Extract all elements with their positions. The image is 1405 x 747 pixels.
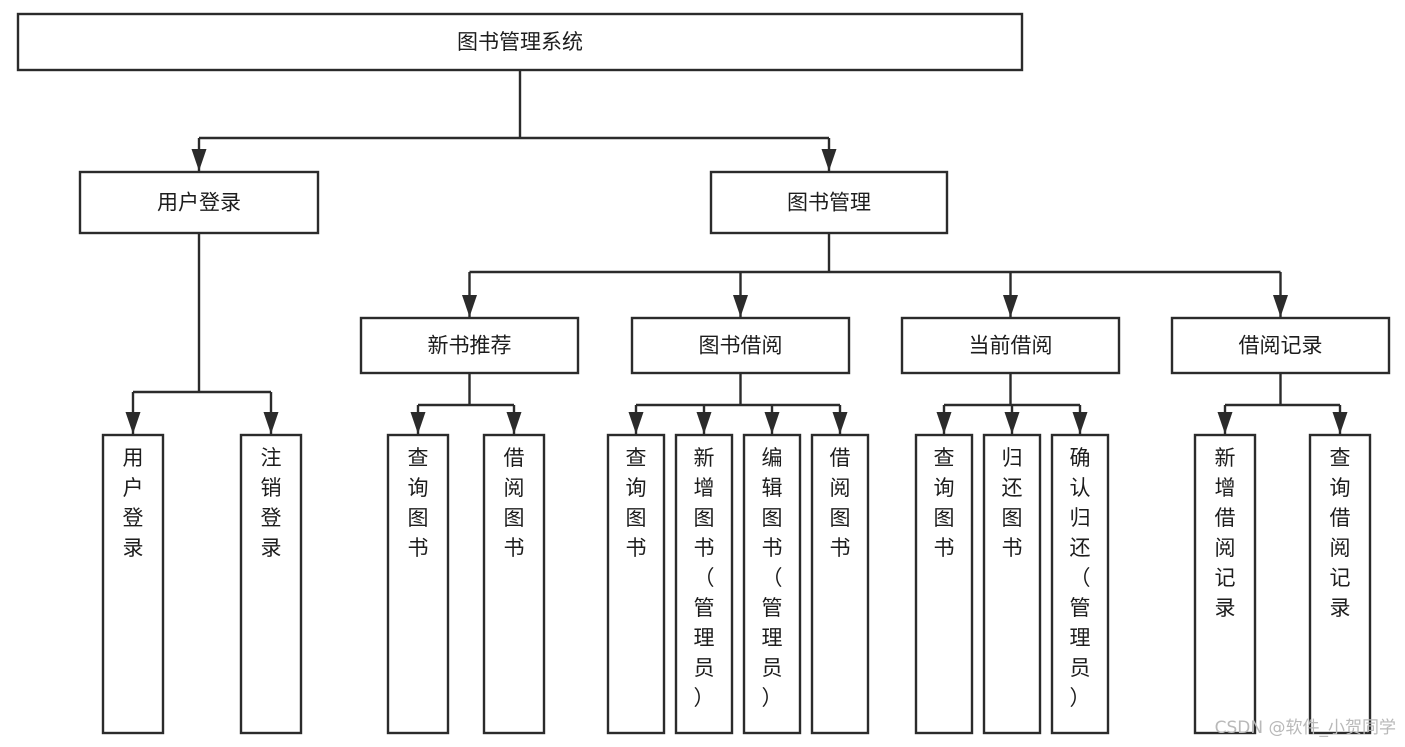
node-box-new-book-rec[interactable] [359, 316, 580, 375]
arrow-head-icon [1273, 295, 1288, 317]
arrow-head-icon [832, 412, 848, 434]
node-label-leaf-user-login: 用户登录 [123, 446, 144, 560]
node-label-leaf-query-book-3: 查询图书 [934, 446, 955, 560]
arrow-head-icon [628, 412, 644, 434]
arrow-head-icon [125, 412, 141, 434]
node-box-book-manage[interactable] [709, 170, 949, 235]
node-label-leaf-borrow-book-2: 借阅图书 [830, 446, 851, 560]
node-label-leaf-query-book-2: 查询图书 [626, 446, 647, 560]
node-box-leaf-edit-book[interactable] [742, 433, 802, 735]
node-label-root: 图书管理系统 [457, 30, 583, 54]
node-box-current-borrow[interactable] [900, 316, 1121, 375]
node-box-user-login[interactable] [78, 170, 320, 235]
arrow-head-icon [191, 149, 207, 171]
node-label-book-borrow: 图书借阅 [699, 334, 783, 358]
node-label-leaf-add-book: 新增图书（管理员） [694, 446, 715, 710]
node-box-leaf-return-book[interactable] [982, 433, 1042, 735]
arrow-head-icon [263, 412, 279, 434]
node-box-leaf-borrow-book-1[interactable] [482, 433, 546, 735]
node-label-borrow-record: 借阅记录 [1239, 334, 1323, 358]
node-user-login[interactable]: 用户登录 [78, 170, 320, 235]
arrow-head-icon [821, 149, 837, 171]
node-box-leaf-query-book-3[interactable] [914, 433, 974, 735]
node-label-leaf-borrow-book-1: 借阅图书 [504, 446, 525, 560]
arrow-head-icon [1332, 412, 1348, 434]
node-label-user-login: 用户登录 [157, 191, 241, 215]
csdn-watermark: CSDN @软件_小贺同学 [1215, 718, 1396, 738]
node-current-borrow[interactable]: 当前借阅 [900, 316, 1121, 375]
node-box-leaf-query-book-2[interactable] [606, 433, 666, 735]
node-leaf-borrow-book-2[interactable]: 借阅图书 [810, 433, 870, 735]
node-label-new-book-rec: 新书推荐 [428, 334, 512, 358]
node-box-borrow-record[interactable] [1170, 316, 1391, 375]
node-root[interactable]: 图书管理系统 [16, 12, 1024, 72]
node-leaf-query-book-2[interactable]: 查询图书 [606, 433, 666, 735]
arrow-head-icon [506, 412, 522, 434]
node-box-leaf-confirm-return[interactable] [1050, 433, 1110, 735]
arrow-head-icon [733, 295, 748, 317]
node-box-root[interactable] [16, 12, 1024, 72]
arrow-head-icon [1003, 295, 1018, 317]
node-label-leaf-query-record: 查询借阅记录 [1330, 446, 1351, 620]
node-label-book-manage: 图书管理 [787, 191, 871, 215]
arrow-head-icon [1072, 412, 1088, 434]
node-borrow-record[interactable]: 借阅记录 [1170, 316, 1391, 375]
node-leaf-edit-book[interactable]: 编辑图书（管理员） [742, 433, 802, 735]
node-new-book-rec[interactable]: 新书推荐 [359, 316, 580, 375]
node-leaf-query-record[interactable]: 查询借阅记录 [1308, 433, 1372, 735]
node-book-borrow[interactable]: 图书借阅 [630, 316, 851, 375]
node-leaf-query-book-1[interactable]: 查询图书 [386, 433, 450, 735]
node-box-leaf-user-logout[interactable] [239, 433, 303, 735]
node-leaf-add-book[interactable]: 新增图书（管理员） [674, 433, 734, 735]
node-leaf-return-book[interactable]: 归还图书 [982, 433, 1042, 735]
node-label-leaf-return-book: 归还图书 [1002, 446, 1023, 560]
connectors-layer [125, 70, 1348, 434]
arrow-head-icon [936, 412, 952, 434]
arrow-head-icon [1217, 412, 1233, 434]
arrow-head-icon [410, 412, 426, 434]
node-box-leaf-query-book-1[interactable] [386, 433, 450, 735]
nodes-layer: 图书管理系统用户登录图书管理新书推荐图书借阅当前借阅借阅记录用户登录注销登录查询… [16, 12, 1391, 735]
node-label-current-borrow: 当前借阅 [969, 334, 1053, 358]
node-label-leaf-confirm-return: 确认归还（管理员） [1070, 446, 1091, 710]
node-box-leaf-borrow-book-2[interactable] [810, 433, 870, 735]
node-book-manage[interactable]: 图书管理 [709, 170, 949, 235]
node-leaf-user-login[interactable]: 用户登录 [101, 433, 165, 735]
arrow-head-icon [1004, 412, 1020, 434]
node-leaf-add-record[interactable]: 新增借阅记录 [1193, 433, 1257, 735]
node-label-leaf-edit-book: 编辑图书（管理员） [762, 446, 783, 710]
arrow-head-icon [696, 412, 712, 434]
arrow-head-icon [462, 295, 477, 317]
node-leaf-borrow-book-1[interactable]: 借阅图书 [482, 433, 546, 735]
node-leaf-user-logout[interactable]: 注销登录 [239, 433, 303, 735]
node-box-leaf-add-book[interactable] [674, 433, 734, 735]
node-label-leaf-query-book-1: 查询图书 [408, 446, 429, 560]
node-label-leaf-user-logout: 注销登录 [261, 446, 282, 560]
node-box-leaf-add-record[interactable] [1193, 433, 1257, 735]
node-label-leaf-add-record: 新增借阅记录 [1215, 446, 1236, 620]
node-box-leaf-user-login[interactable] [101, 433, 165, 735]
node-box-leaf-query-record[interactable] [1308, 433, 1372, 735]
node-leaf-confirm-return[interactable]: 确认归还（管理员） [1050, 433, 1110, 735]
node-box-book-borrow[interactable] [630, 316, 851, 375]
arrow-head-icon [764, 412, 780, 434]
node-leaf-query-book-3[interactable]: 查询图书 [914, 433, 974, 735]
